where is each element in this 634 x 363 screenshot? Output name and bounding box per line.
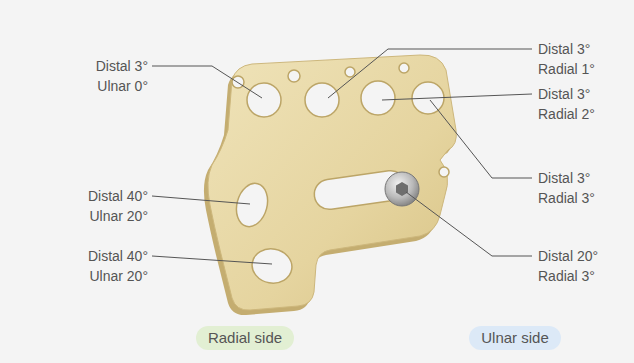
oblique-hole [249,246,294,286]
k-wire-hole [439,167,449,177]
callout-label: Distal 3° Ulnar 0° [70,56,148,96]
leader-line [328,49,532,98]
plate [208,55,456,310]
leader-line [152,256,272,264]
side-label-pill: Ulnar side [469,326,561,350]
locking-hole [361,81,395,115]
pill-text: Radial side [208,329,282,346]
locking-hole [247,83,281,117]
k-wire-hole [232,76,244,88]
callout-label: Distal 20° Radial 3° [538,246,616,286]
k-wire-hole [345,67,355,77]
screw [385,172,419,206]
callout-label: Distal 3° Radial 3° [538,168,616,208]
leader-line [152,196,250,204]
k-wire-hole [399,63,409,73]
oblique-hole [232,180,272,230]
side-label-pill: Radial side [196,326,294,350]
leader-lines [152,49,532,264]
locking-hole [305,83,339,117]
leader-line [152,66,262,98]
callout-label: Distal 3° Radial 2° [538,84,616,124]
leader-line [430,100,532,178]
leader-line [406,192,532,256]
k-wire-hole [288,70,300,82]
plate-holes [232,63,449,286]
callout-label: Distal 3° Radial 1° [538,39,616,79]
callout-label: Distal 40° Ulnar 20° [70,186,148,226]
leader-line [382,94,532,100]
callout-label: Distal 40° Ulnar 20° [70,246,148,286]
pill-text: Ulnar side [481,329,549,346]
